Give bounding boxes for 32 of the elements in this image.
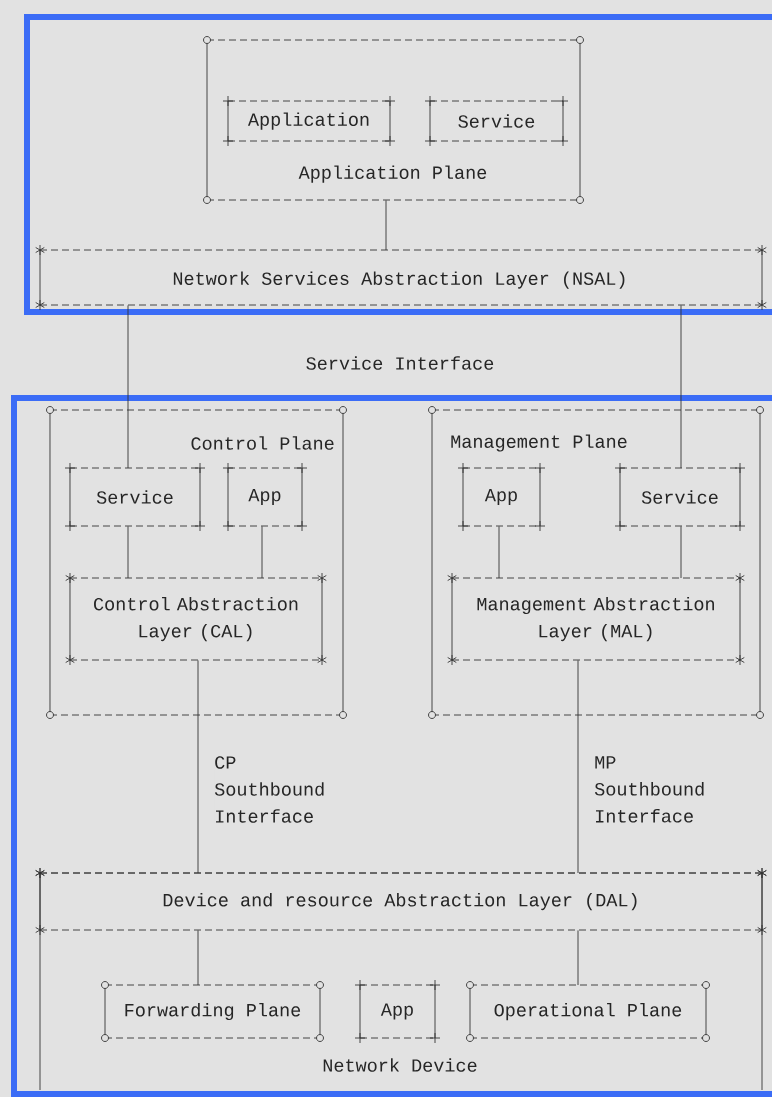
component-box: Service (64, 462, 206, 532)
layer-band: Control Abstraction Layer (CAL) (65, 572, 327, 666)
connector-line (577, 929, 579, 986)
connector-line (197, 659, 199, 874)
plane-box: Forwarding Plane (101, 981, 324, 1042)
connector-line (261, 525, 263, 579)
component-box: App (222, 462, 308, 532)
edge-label: MP Southbound Interface (594, 756, 713, 823)
layer-band: Device and resource Abstraction Layer (DAL) (35, 867, 767, 936)
interface-label: Service Interface (306, 356, 494, 370)
node-label: Application Plane (298, 165, 487, 183)
component-box: App (457, 462, 546, 532)
node-label: Forwarding Plane (125, 1002, 301, 1021)
connector-line (498, 525, 500, 579)
component-box: Service (424, 95, 569, 147)
component-box: Service (614, 462, 746, 532)
plane-box: Operational Plane (466, 981, 710, 1042)
node-label: Control Plane (191, 436, 334, 450)
connector-line (680, 525, 682, 579)
component-box: App (354, 979, 441, 1044)
layer-band: Network Services Abstraction Layer (NSAL) (35, 244, 767, 311)
connector-line (577, 659, 579, 874)
connector-line (127, 304, 129, 469)
connector-line (680, 304, 682, 469)
connector-line (127, 525, 129, 579)
node-label: Management Plane (451, 434, 627, 452)
connector-line (385, 199, 387, 251)
connector-line (197, 929, 199, 986)
node-label: Operational Plane (494, 1002, 682, 1021)
edge-label: CP Southbound Interface (214, 756, 333, 823)
layer-band: Management Abstraction Layer (MAL) (447, 572, 745, 666)
component-box: Application (222, 95, 396, 147)
